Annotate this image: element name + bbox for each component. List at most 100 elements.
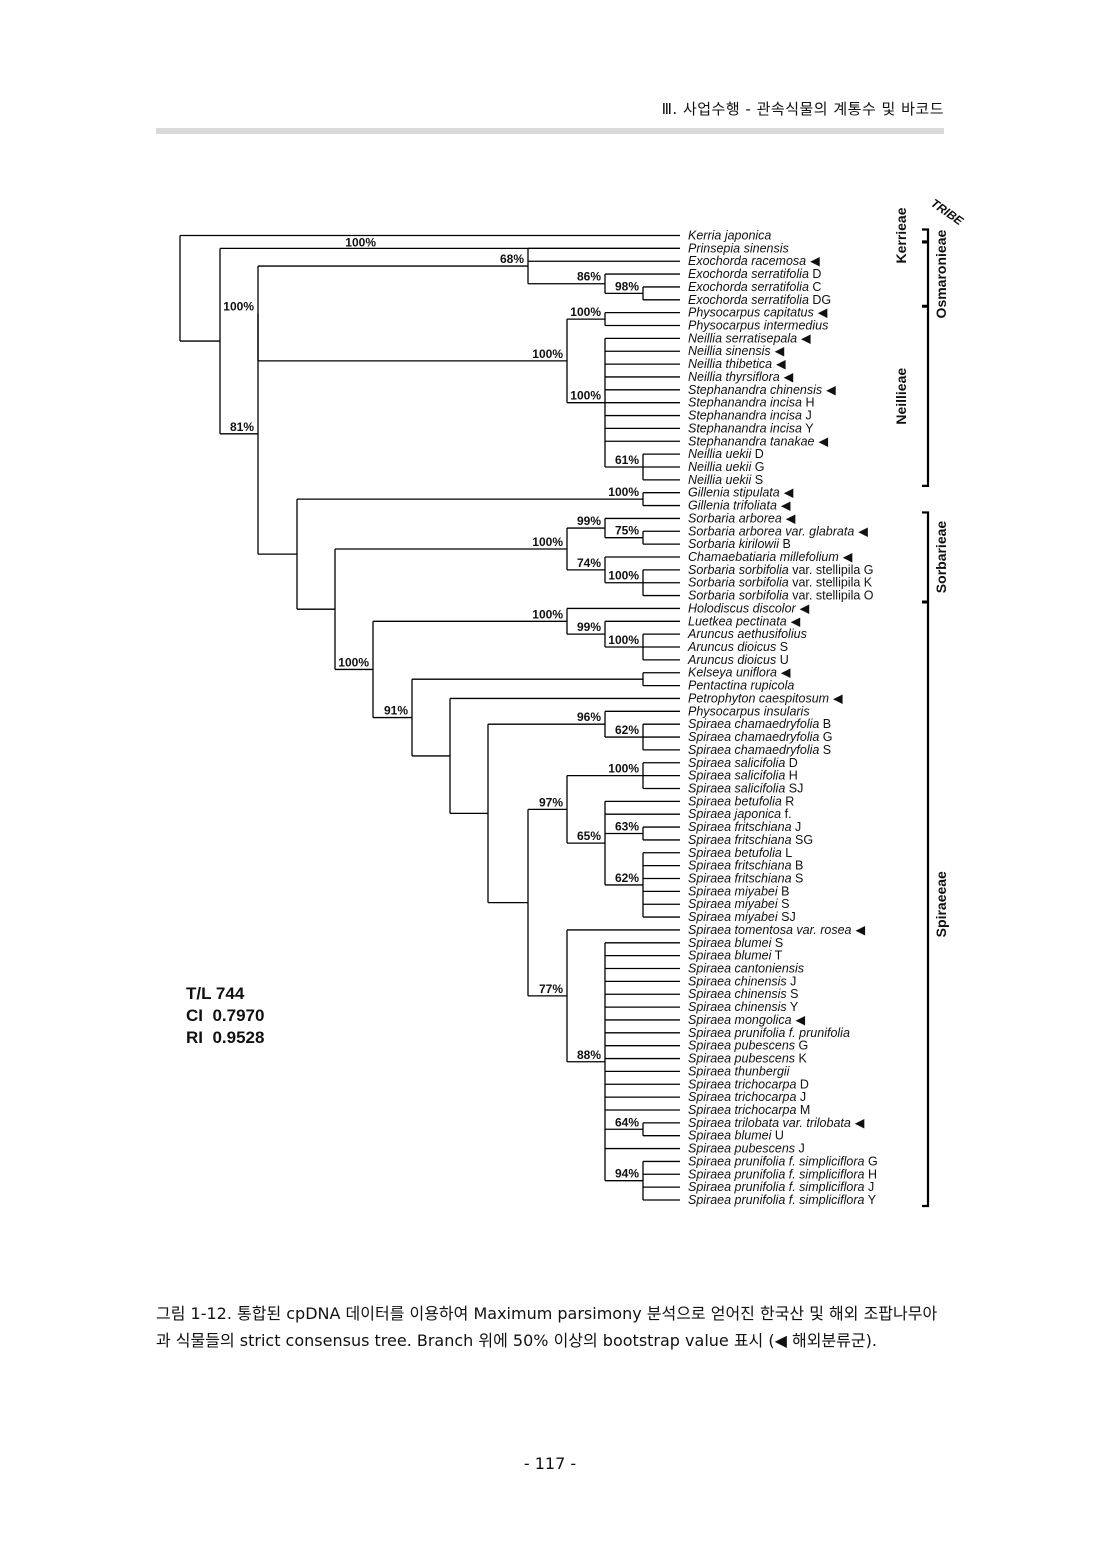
taxon-label: Spiraea thunbergii (688, 1064, 791, 1078)
bootstrap-label: 97% (539, 795, 563, 809)
taxon-label: Spiraea chinensis J (688, 974, 796, 988)
bootstrap-label: 100% (570, 305, 601, 319)
taxon-label: Kelseya uniflora ◀ (688, 665, 791, 680)
taxon-label: Exochorda serratifolia C (688, 280, 821, 294)
taxon-label: Spiraea chinensis Y (688, 1000, 799, 1014)
bootstrap-label: 91% (384, 704, 408, 718)
taxon-label: Neillia uekii S (688, 473, 763, 487)
taxon-label: Stephanandra chinensis ◀ (688, 382, 836, 397)
taxon-label: Holodiscus discolor ◀ (688, 600, 810, 615)
taxon-label: Neillia thyrsiflora ◀ (688, 369, 794, 384)
bootstrap-label: 77% (539, 982, 563, 996)
bootstrap-label: 65% (577, 829, 601, 843)
tribe-label: Neillieae (893, 368, 909, 425)
bootstrap-label: 100% (345, 235, 376, 249)
taxon-label: Spiraea cantoniensis (688, 962, 804, 976)
taxon-label: Spiraea prunifolia f. simpliciflora Y (688, 1193, 877, 1207)
taxon-label: Spiraea trichocarpa D (688, 1077, 809, 1091)
bootstrap-label: 100% (532, 347, 563, 361)
taxon-label: Neillia serratisepala ◀ (688, 330, 811, 345)
taxon-label: Spiraea blumei U (688, 1129, 784, 1143)
taxon-label: Spiraea blumei T (688, 949, 783, 963)
taxon-label: Stephanandra incisa H (688, 396, 814, 410)
bootstrap-label: 94% (615, 1167, 639, 1181)
taxon-label: Stephanandra tanakae ◀ (688, 433, 828, 448)
bootstrap-label: 99% (577, 514, 601, 528)
tribe-bracket (922, 228, 930, 243)
bootstrap-label: 98% (615, 279, 639, 293)
taxon-label: Sorbaria sorbifolia var. stellipila K (688, 576, 873, 590)
taxon-label: Spiraea salicifolia H (688, 769, 798, 783)
taxon-label: Spiraea prunifolia f. simpliciflora J (688, 1180, 874, 1194)
consistency-index: CI 0.7970 (186, 1006, 265, 1025)
tribe-label: Sorbarieae (933, 521, 949, 594)
taxon-label: Neillia uekii D (688, 447, 764, 461)
taxon-label: Stephanandra incisa Y (688, 421, 814, 435)
taxon-label: Spiraea blumei S (688, 936, 783, 950)
taxon-label: Prinsepia sinensis (688, 241, 789, 255)
bootstrap-label: 86% (577, 270, 601, 284)
tree-statistics: T/L 744 CI 0.7970 RI 0.9528 (186, 983, 264, 1049)
page-number: - 117 - (523, 1454, 577, 1473)
taxon-label: Gillenia stipulata ◀ (688, 485, 794, 500)
taxon-label: Spiraea salicifolia SJ (688, 781, 803, 795)
bootstrap-label: 74% (577, 556, 601, 570)
bootstrap-label: 100% (608, 762, 639, 776)
taxon-label: Sorbaria sorbifolia var. stellipila G (688, 563, 874, 577)
tribe-heading: TRIBE (928, 196, 966, 229)
taxon-label: Aruncus dioicus S (687, 640, 788, 654)
taxon-label: Exochorda racemosa ◀ (688, 253, 820, 268)
taxon-label: Aruncus dioicus U (687, 653, 789, 667)
taxon-label: Stephanandra incisa J (688, 409, 812, 423)
bootstrap-label: 100% (570, 389, 601, 403)
tribe-bracket (922, 241, 930, 307)
taxon-label: Spiraea fritschiana J (688, 820, 801, 834)
taxon-label: Spiraea chamaedryfolia S (688, 743, 831, 757)
tribe-label: Kerrieae (893, 207, 909, 263)
taxon-label: Spiraea tomentosa var. rosea ◀ (688, 922, 865, 937)
tribe-label: Spiraeeae (933, 871, 949, 937)
taxon-label: Sorbaria arborea var. glabrata ◀ (688, 523, 868, 538)
bootstrap-label: 100% (608, 485, 639, 499)
taxon-label: Exochorda serratifolia DG (688, 293, 831, 307)
tribe-bracket (922, 305, 930, 487)
taxon-label: Sorbaria sorbifolia var. stellipila O (688, 589, 874, 603)
taxon-label: Neillia sinensis ◀ (688, 343, 785, 358)
taxon-label: Spiraea prunifolia f. simpliciflora H (688, 1167, 877, 1181)
taxon-label: Luetkea pectinata ◀ (688, 613, 801, 628)
taxon-label: Spiraea pubescens J (688, 1142, 805, 1156)
taxon-label: Petrophyton caespitosum ◀ (688, 690, 843, 705)
figure-caption: 그림 1-12. 통합된 cpDNA 데이터를 이용하여 Maximum par… (156, 1304, 938, 1350)
taxon-label: Sorbaria arborea ◀ (688, 510, 796, 525)
taxon-label: Spiraea trichocarpa M (688, 1103, 810, 1117)
bootstrap-label: 100% (532, 535, 563, 549)
taxon-label: Sorbaria kirilowii B (688, 537, 791, 551)
taxon-label: Spiraea fritschiana S (688, 872, 803, 886)
taxon-label: Spiraea japonica f. (688, 807, 792, 821)
bootstrap-label: 99% (577, 620, 601, 634)
bootstrap-label: 100% (608, 569, 639, 583)
taxon-label: Neillia thibetica ◀ (688, 356, 786, 371)
retention-index: RI 0.9528 (186, 1028, 265, 1047)
taxon-label: Physocarpus capitatus ◀ (688, 305, 828, 320)
bootstrap-label: 96% (577, 710, 601, 724)
taxon-label: Spiraea chinensis S (688, 987, 798, 1001)
taxon-label: Spiraea betufolia L (688, 846, 792, 860)
taxon-label: Spiraea miyabei S (688, 897, 789, 911)
taxon-label: Spiraea pubescens K (688, 1052, 808, 1066)
bootstrap-label: 61% (615, 453, 639, 467)
taxon-label: Chamaebatiaria millefolium ◀ (688, 549, 853, 564)
tribe-bracket (922, 601, 930, 1208)
taxon-label: Neillia uekii G (688, 460, 764, 474)
bootstrap-label: 100% (532, 607, 563, 621)
tree-length: T/L 744 (186, 984, 245, 1003)
tribe-bracket (922, 511, 930, 603)
bootstrap-label: 100% (223, 299, 254, 313)
bootstrap-label: 62% (615, 723, 639, 737)
taxon-label: Spiraea prunifolia f. prunifolia (688, 1026, 850, 1040)
taxon-label: Gillenia trifoliata ◀ (688, 498, 791, 513)
tribe-label: Osmaronieae (933, 230, 949, 319)
taxon-label: Spiraea trilobata var. trilobata ◀ (688, 1115, 865, 1130)
bootstrap-label: 63% (615, 819, 639, 833)
taxon-label: Pentactina rupicola (688, 679, 794, 693)
